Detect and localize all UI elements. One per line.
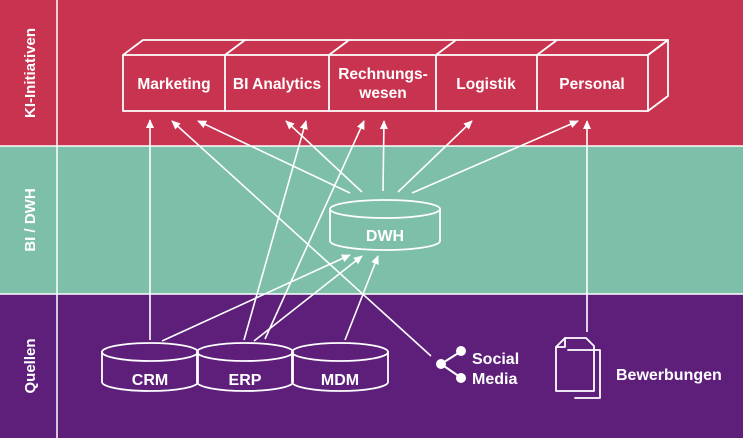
source-mdm: MDM: [321, 372, 359, 389]
source-crm: CRM: [132, 372, 168, 389]
source-bewerbungen: Bewerbungen: [616, 367, 722, 384]
band-bi-dwh: [0, 146, 743, 294]
band-sources: [0, 294, 743, 438]
source-social-line2: Media: [472, 371, 517, 388]
flow-arrows: [145, 119, 592, 357]
initiative-logistik: Logistik: [456, 76, 516, 93]
documents-icon: [555, 337, 601, 399]
dwh-cylinder: [329, 199, 441, 251]
initiative-rechnungswesen-line2: wesen: [358, 85, 406, 102]
initiative-rechnungswesen-line1: Rechnungs-: [338, 66, 428, 83]
initiatives-block: [122, 39, 669, 112]
lane-title-sources: Quellen: [22, 338, 39, 393]
source-social-line1: Social: [472, 351, 519, 368]
share-icon: [436, 346, 466, 383]
dwh-label: DWH: [366, 228, 404, 245]
erp-cylinder: [196, 342, 294, 392]
mdm-cylinder: [291, 342, 389, 392]
initiative-marketing: Marketing: [137, 76, 210, 93]
lane-title-initiatives: KI-Initiativen: [22, 28, 39, 118]
initiative-personal: Personal: [559, 76, 624, 93]
lane-title-bi-dwh: BI / DWH: [22, 188, 39, 251]
source-erp: ERP: [229, 372, 262, 389]
initiative-bi-analytics: BI Analytics: [233, 76, 321, 93]
crm-cylinder: [101, 342, 199, 392]
